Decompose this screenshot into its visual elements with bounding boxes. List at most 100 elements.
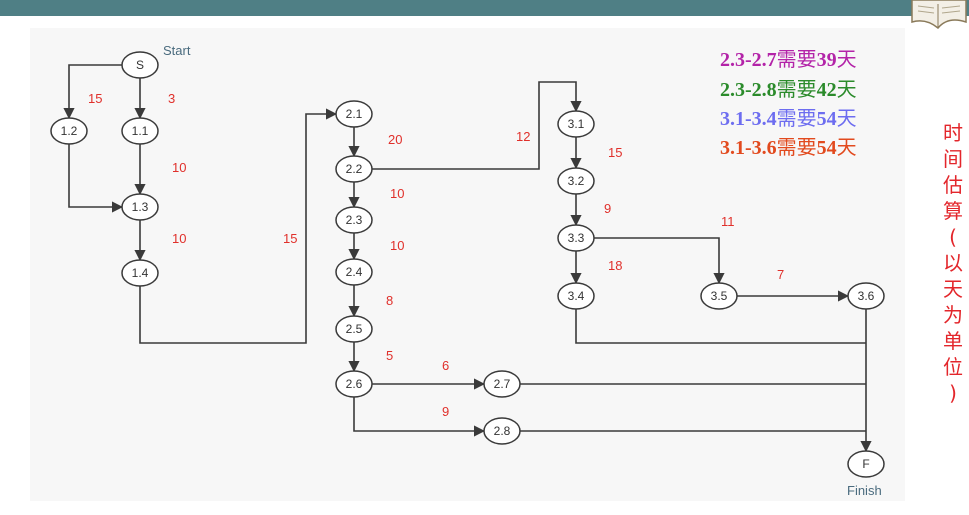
node-3-2: 3.2 [557,167,595,195]
node-label: 2.8 [494,424,511,438]
summary-needs: 需要 [776,135,817,159]
edge-weight-label: 3 [168,91,175,106]
node-ellipse [847,450,885,478]
edge-1.4-to-2.1 [139,108,338,344]
vertical-label-char: 位 [943,355,963,379]
time-estimate-label: 时间估算(以天为单位) [940,120,966,406]
summary-needs: 需要 [776,77,817,101]
edge-weight-label: 8 [386,293,393,308]
vertical-label-char: ( [949,225,957,249]
node-label: 3.4 [568,289,585,303]
node-ellipse [121,51,159,79]
edge-weight-label: 9 [604,201,611,216]
summary-needs: 需要 [776,106,817,130]
edge-weight-label: 7 [777,267,784,282]
vertical-label-char: 为 [943,303,963,327]
duration-summary-line: 3.1-3.6需要54天 [720,131,857,160]
edge-1.2-to-1.3 [68,144,124,213]
edge-weight-label: 6 [442,358,449,373]
node-label: 2.7 [494,377,511,391]
vertical-label-char: 间 [943,147,963,171]
node-label: F [862,457,869,471]
node-3-3: 3.3 [557,224,595,252]
summary-days: 54 [816,108,837,130]
summary-range: 2.3-2.7 [720,49,777,71]
edge-weight-label: 15 [88,91,102,106]
edge-weight-label: 15 [283,231,297,246]
node-ellipse [121,259,159,287]
node-ellipse [557,167,595,195]
node-label: 2.2 [346,162,363,176]
node-label: 2.6 [346,377,363,391]
vertical-label-char: 天 [943,277,963,301]
duration-summary-line: 3.1-3.4需要54天 [720,102,857,131]
node-ellipse [700,282,738,310]
summary-days: 42 [816,79,837,101]
node-ellipse [335,258,373,286]
node-label: 3.1 [568,117,585,131]
node-label: 1.4 [132,266,149,280]
summary-unit: 天 [836,47,857,71]
header-bar [0,0,969,16]
duration-summary-line: 2.3-2.8需要42天 [720,73,857,102]
edge-weight-label: 10 [390,186,404,201]
node-2-1: 2.1 [335,100,373,128]
node-ellipse [335,206,373,234]
summary-unit: 天 [836,106,857,130]
node-ellipse [483,370,521,398]
node-ellipse [121,193,159,221]
node-S: S [121,51,159,79]
edge-S-to-1.2 [63,64,122,120]
vertical-label-char: 以 [943,251,963,275]
edge-weight-label: 5 [386,348,393,363]
summary-unit: 天 [836,135,857,159]
node-2-3: 2.3 [335,206,373,234]
node-ellipse [335,100,373,128]
node-3-5: 3.5 [700,282,738,310]
node-label: 1.1 [132,124,149,138]
vertical-label-char: 时 [943,121,963,145]
edge-3.3-to-3.5 [594,237,725,285]
node-label: 1.2 [61,124,78,138]
node-label: S [136,58,144,72]
vertical-label-char: 估 [943,173,963,197]
node-2-8: 2.8 [483,417,521,445]
node-ellipse [847,282,885,310]
book-icon [911,0,967,30]
edge-weight-label: 18 [608,258,622,273]
node-layer: S 1.2 1.1 1.3 1.4 2.1 2.2 2.3 2.4 2.5 2.6 2.7 2.8 3.1… [50,51,885,478]
node-label: 2.1 [346,107,363,121]
node-ellipse [557,282,595,310]
edge-weight-label: 20 [388,132,402,147]
node-1-3: 1.3 [121,193,159,221]
node-2-4: 2.4 [335,258,373,286]
node-ellipse [121,117,159,145]
node-2-7: 2.7 [483,370,521,398]
node-ellipse [483,417,521,445]
summary-days: 39 [816,49,837,71]
node-F: F [847,450,885,478]
node-label: 1.3 [132,200,149,214]
node-2-5: 2.5 [335,315,373,343]
summary-range: 3.1-3.6 [720,137,777,159]
node-ellipse [335,370,373,398]
edge-layer [63,64,872,453]
edge-2.2-to-3.1 [372,81,582,170]
node-3-1: 3.1 [557,110,595,138]
edge-2.6-to-2.8 [353,397,486,437]
node-3-4: 3.4 [557,282,595,310]
start-label: Start [163,43,191,58]
summary-range: 3.1-3.4 [720,108,777,130]
duration-summary-line: 2.3-2.7需要39天 [720,43,857,72]
vertical-label-char: ) [949,381,957,405]
node-label: 3.5 [711,289,728,303]
edge-weight-label: 9 [442,404,449,419]
summary-needs: 需要 [776,47,817,71]
node-2-6: 2.6 [335,370,373,398]
edge-weight-label: 10 [390,238,404,253]
node-1-2: 1.2 [50,117,88,145]
node-label: 3.3 [568,231,585,245]
summary-days: 54 [816,137,837,159]
node-ellipse [557,110,595,138]
